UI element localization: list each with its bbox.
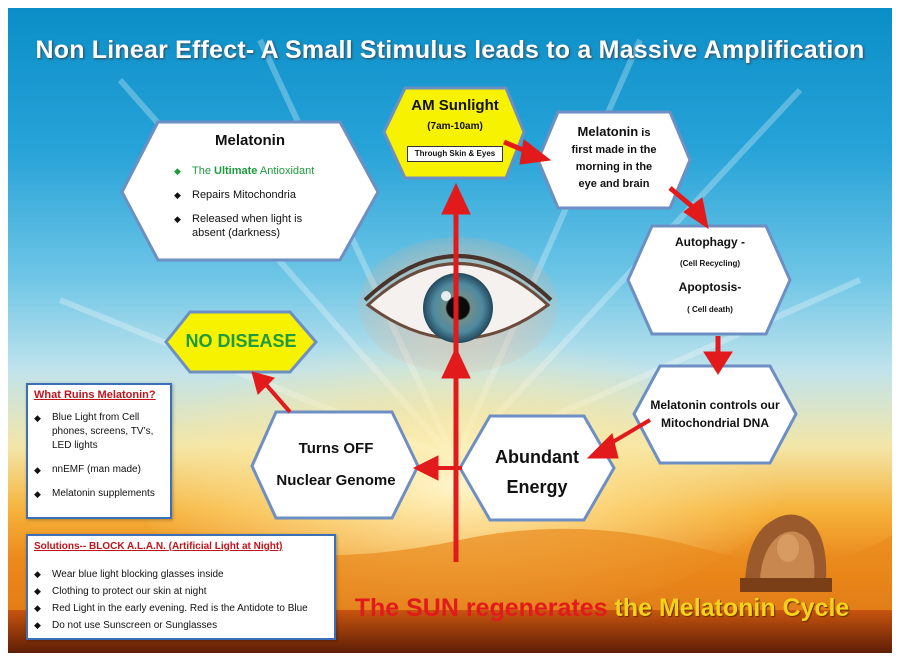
nuclear-line2: Nuclear Genome [276, 472, 396, 489]
melatonin-item1-post: Antioxidant [257, 165, 315, 177]
am-sunlight-via: Through Skin & Eyes [407, 146, 503, 162]
ruins-heading: What Ruins Melatonin? [34, 389, 156, 401]
first-made-suffix: is [638, 127, 651, 139]
mito-dna-text: Melatonin controls our Mitochondrial DNA [636, 396, 794, 432]
melatonin-item1-em: Ultimate [214, 165, 258, 177]
melatonin-item1-pre: The [192, 165, 215, 177]
solutions-item-3-text: Red Light in the early evening. Red is t… [52, 603, 308, 614]
am-sunlight-time: (7am-10am) [427, 121, 483, 132]
ruins-item-1-line3: LED lights [52, 440, 98, 451]
bullet-icon: ◆ [34, 489, 41, 499]
apoptosis-title: Apoptosis- [678, 280, 742, 294]
solutions-item-1: ◆ Wear blue light blocking glasses inside [34, 566, 330, 583]
bullet-icon: ◆ [174, 166, 181, 176]
ruins-item-2-line1: nnEMF (man made) [52, 464, 141, 475]
bullet-icon: ◆ [34, 603, 41, 613]
melatonin-bullets: ◆ The Ultimate Antioxidant ◆ Repairs Mitoc… [174, 164, 354, 240]
energy-text: Abundant Energy [468, 442, 606, 502]
solutions-panel: Solutions-- BLOCK A.L.A.N. (Artificial L… [26, 534, 336, 640]
hexagon-nuclear [250, 410, 420, 520]
first-made-line2: first made in the [571, 144, 657, 156]
hexagon-melatonin [120, 120, 380, 262]
arrow-to-no-disease-head [251, 371, 275, 395]
bullet-icon: ◆ [34, 465, 41, 475]
ruins-item-3-line1: Melatonin supplements [52, 488, 155, 499]
mito-dna-line1: Melatonin controls our [650, 398, 780, 412]
bullet-icon: ◆ [34, 413, 41, 423]
arrow-to-mito-head [703, 351, 733, 375]
bottom-caption-part1: The SUN regenerates [354, 594, 608, 622]
energy-line1: Abundant [495, 447, 579, 467]
solutions-list: ◆ Wear blue light blocking glasses inside… [34, 566, 330, 634]
ruins-item-3: ◆ Melatonin supplements [34, 487, 168, 501]
solutions-item-2-text: Clothing to protect our skin at night [52, 586, 207, 597]
hexagon-autophagy [626, 224, 792, 336]
solutions-item-4: ◆ Do not use Sunscreen or Sunglasses [34, 617, 330, 634]
solutions-item-2: ◆ Clothing to protect our skin at night [34, 583, 330, 600]
melatonin-bullet-3: ◆ Released when light is absent (darkness) [174, 212, 354, 240]
arrow-to-energy-head [586, 433, 619, 459]
nuclear-line1: Turns OFF [298, 440, 374, 457]
first-made-text: Melatonin is first made in the morning i… [548, 124, 680, 192]
ruins-item-1: ◆ Blue Light from Cell phones, screens, TV… [34, 411, 168, 453]
hexagon-mito-dna [632, 364, 798, 465]
ruins-item-1-line1: Blue Light from Cell [52, 412, 140, 423]
arrow-to-autophagy [668, 186, 696, 210]
apoptosis-subtitle: ( Cell death) [687, 305, 733, 314]
autophagy-subtitle: (Cell Recycling) [679, 259, 740, 268]
bottom-caption: The SUN regenerates the Melatonin Cycle [342, 594, 862, 623]
ruins-item-1-line2: phones, screens, TV’s, [52, 426, 154, 437]
bottom-caption-part2: the Melatonin Cycle [607, 594, 850, 622]
arrow-up-main-head [441, 182, 471, 215]
ruins-item-2: ◆ nnEMF (man made) [34, 463, 168, 477]
melatonin-item3-line2: absent (darkness) [192, 227, 281, 239]
energy-line2: Energy [506, 477, 568, 497]
arrow-to-autophagy-head [683, 197, 709, 230]
bullet-icon: ◆ [174, 214, 181, 224]
bullet-icon: ◆ [174, 190, 181, 200]
bullet-icon: ◆ [34, 569, 41, 579]
diagram-title: Non Linear Effect- A Small Stimulus lead… [35, 36, 865, 64]
hexagon-no-disease [164, 310, 318, 374]
solutions-heading: Solutions-- BLOCK A.L.A.N. (Artificial L… [34, 541, 283, 552]
am-sunlight-heading: AM Sunlight [411, 97, 499, 114]
melatonin-item2: Repairs Mitochondria [192, 189, 296, 201]
solutions-item-3: ◆ Red Light in the early evening. Red is … [34, 600, 330, 617]
arrow-group [251, 139, 733, 562]
autophagy-title: Autophagy - [675, 235, 745, 249]
melatonin-item3-line1: Released when light is [192, 213, 303, 225]
melatonin-heading: Melatonin [215, 132, 285, 149]
first-made-word: Melatonin [577, 124, 639, 139]
ruins-panel: What Ruins Melatonin? ◆ Blue Light from C… [26, 383, 172, 519]
mito-dna-line2: Mitochondrial DNA [661, 416, 769, 430]
bullet-icon: ◆ [34, 586, 41, 596]
arrow-up-eye-head [441, 346, 471, 379]
arrow-to-first-made-head [519, 139, 552, 165]
nuclear-text: Turns OFF Nuclear Genome [258, 433, 414, 497]
first-made-line4: eye and brain [578, 178, 650, 190]
solutions-item-1-text: Wear blue light blocking glasses inside [52, 569, 224, 580]
melatonin-bullet-1: ◆ The Ultimate Antioxidant [174, 164, 354, 178]
melatonin-bullet-2: ◆ Repairs Mitochondria [174, 188, 354, 202]
arrow-to-nuclear-head [412, 455, 439, 481]
solutions-item-4-text: Do not use Sunscreen or Sunglasses [52, 620, 218, 631]
bullet-icon: ◆ [34, 620, 41, 630]
ruins-list: ◆ Blue Light from Cell phones, screens, TV… [34, 411, 168, 501]
first-made-line3: morning in the [575, 161, 653, 173]
sphinx-image [740, 514, 832, 592]
no-disease-label: NO DISEASE [185, 331, 297, 351]
